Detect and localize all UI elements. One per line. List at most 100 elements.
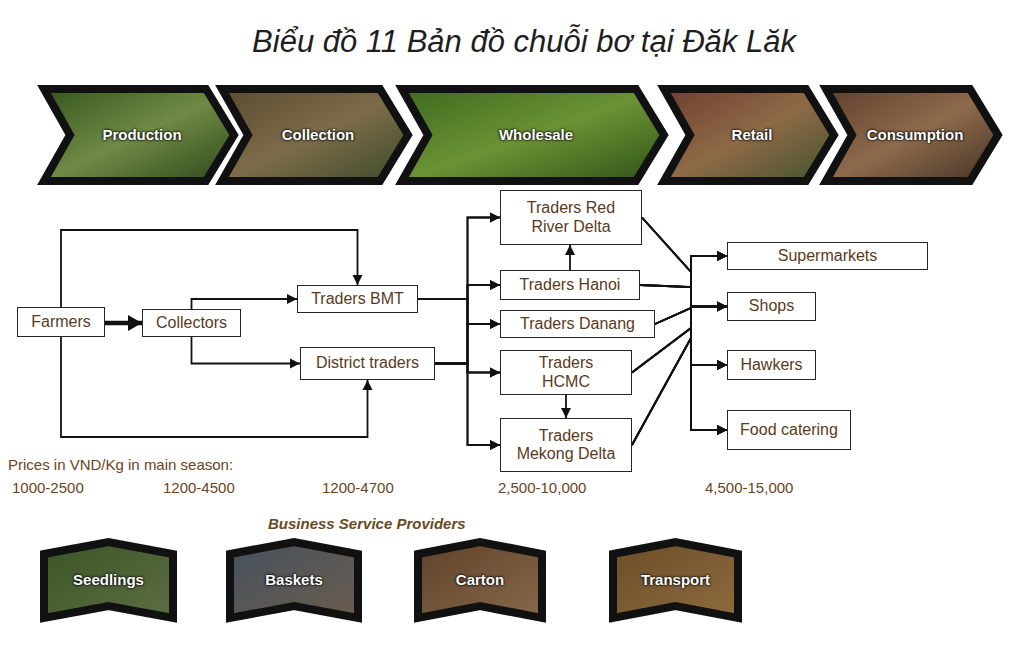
arrowhead <box>717 251 727 261</box>
arrowhead <box>490 440 500 450</box>
node-label: Traders HCMC <box>517 354 615 391</box>
arrowhead <box>290 359 300 369</box>
connector-line <box>435 324 500 364</box>
node-label: Shops <box>749 297 794 315</box>
connector-line <box>642 218 727 366</box>
connector-line <box>632 256 727 445</box>
chevron-outline <box>664 89 834 181</box>
process-box: Hawkers <box>727 350 816 380</box>
arrowhead <box>717 251 727 261</box>
banner-outline <box>613 542 738 618</box>
node-label: Traders Hanoi <box>520 276 621 294</box>
process-box: Food catering <box>727 410 851 450</box>
arrowhead <box>717 251 727 261</box>
connector-line <box>632 338 727 445</box>
node-label: Traders Danang <box>520 315 635 333</box>
arrowhead <box>717 360 727 370</box>
arrowhead <box>128 315 142 331</box>
service-banner: Transport <box>609 538 742 622</box>
arrowhead <box>353 275 363 285</box>
node-label: Collectors <box>156 314 227 332</box>
connector <box>640 285 727 435</box>
node-label: Wholesale <box>499 126 573 143</box>
price-range: 1200-4500 <box>163 479 235 496</box>
arrowhead <box>717 425 727 435</box>
connector-line <box>632 328 727 430</box>
node-label: Traders BMT <box>311 290 404 308</box>
arrowhead <box>717 251 727 261</box>
process-box: Supermarkets <box>727 242 928 270</box>
arrowhead <box>717 302 727 312</box>
diagram-title: Biểu đồ 11 Bản đồ chuỗi bơ tại Đăk Lăk <box>24 24 1024 60</box>
node-label: Carton <box>456 571 504 588</box>
service-banner: Carton <box>414 538 546 622</box>
connector <box>192 337 301 369</box>
arrowhead <box>717 302 727 312</box>
connector-line <box>418 299 500 324</box>
banner-outline <box>44 542 173 618</box>
connector <box>192 294 298 309</box>
connector <box>565 245 575 270</box>
connector <box>435 364 500 451</box>
banner-outline <box>418 542 542 618</box>
note-text: Prices in VND/Kg in main season: <box>8 456 233 473</box>
stage-chevron: Wholesale <box>398 85 668 185</box>
arrowhead <box>717 360 727 370</box>
connector <box>640 285 727 312</box>
price-range: 1200-4700 <box>322 479 394 496</box>
node-label: Retail <box>732 126 773 143</box>
node-label: District traders <box>316 354 419 372</box>
section-heading: Business Service Providers <box>268 515 466 532</box>
arrowhead <box>717 425 727 435</box>
price-range: 1000-2500 <box>12 479 84 496</box>
process-box: Traders BMT <box>297 285 418 313</box>
node-label: Baskets <box>265 571 323 588</box>
arrowhead <box>490 319 500 329</box>
connector <box>561 395 571 418</box>
arrowhead <box>717 425 727 435</box>
arrowhead <box>490 280 500 290</box>
service-banner: Seedlings <box>40 538 177 622</box>
arrowhead <box>717 302 727 312</box>
node-label: Collection <box>282 126 355 143</box>
connector <box>105 315 142 331</box>
connector <box>435 280 500 364</box>
node-label: Traders Mekong Delta <box>511 427 621 464</box>
connector-line <box>435 218 500 364</box>
connector-line <box>640 256 727 287</box>
node-label: Farmers <box>31 313 91 331</box>
connector <box>435 319 500 364</box>
connector <box>418 280 500 299</box>
connector <box>632 338 727 445</box>
service-banner: Baskets <box>226 538 362 622</box>
arrowhead <box>717 425 727 435</box>
arrowhead <box>490 280 500 290</box>
process-box: District traders <box>300 347 435 380</box>
arrowhead <box>717 302 727 312</box>
arrowhead <box>717 302 727 312</box>
connector-line <box>418 218 500 300</box>
node-label: Traders Red River Delta <box>513 199 629 236</box>
node-label: Consumption <box>867 126 964 143</box>
stage-chevron: Retail <box>660 85 838 185</box>
connector <box>632 338 727 445</box>
node-label: Production <box>102 126 181 143</box>
node-label: Seedlings <box>73 571 144 588</box>
connector-line <box>632 338 727 445</box>
process-box: Traders Mekong Delta <box>500 418 632 472</box>
stage-chevron: Consumption <box>822 85 1002 185</box>
connector <box>435 213 500 364</box>
process-box: Traders Red River Delta <box>500 190 642 245</box>
connector <box>418 213 500 300</box>
arrowhead <box>717 360 727 370</box>
arrowhead <box>490 213 500 223</box>
arrowhead <box>565 245 575 255</box>
chevron-outline <box>222 89 408 181</box>
stage-chevron: Production <box>40 85 238 185</box>
process-box: Shops <box>727 292 816 321</box>
node-label: Transport <box>641 571 710 588</box>
arrowhead <box>490 368 500 378</box>
connector-line <box>192 337 301 364</box>
arrowhead <box>490 440 500 450</box>
